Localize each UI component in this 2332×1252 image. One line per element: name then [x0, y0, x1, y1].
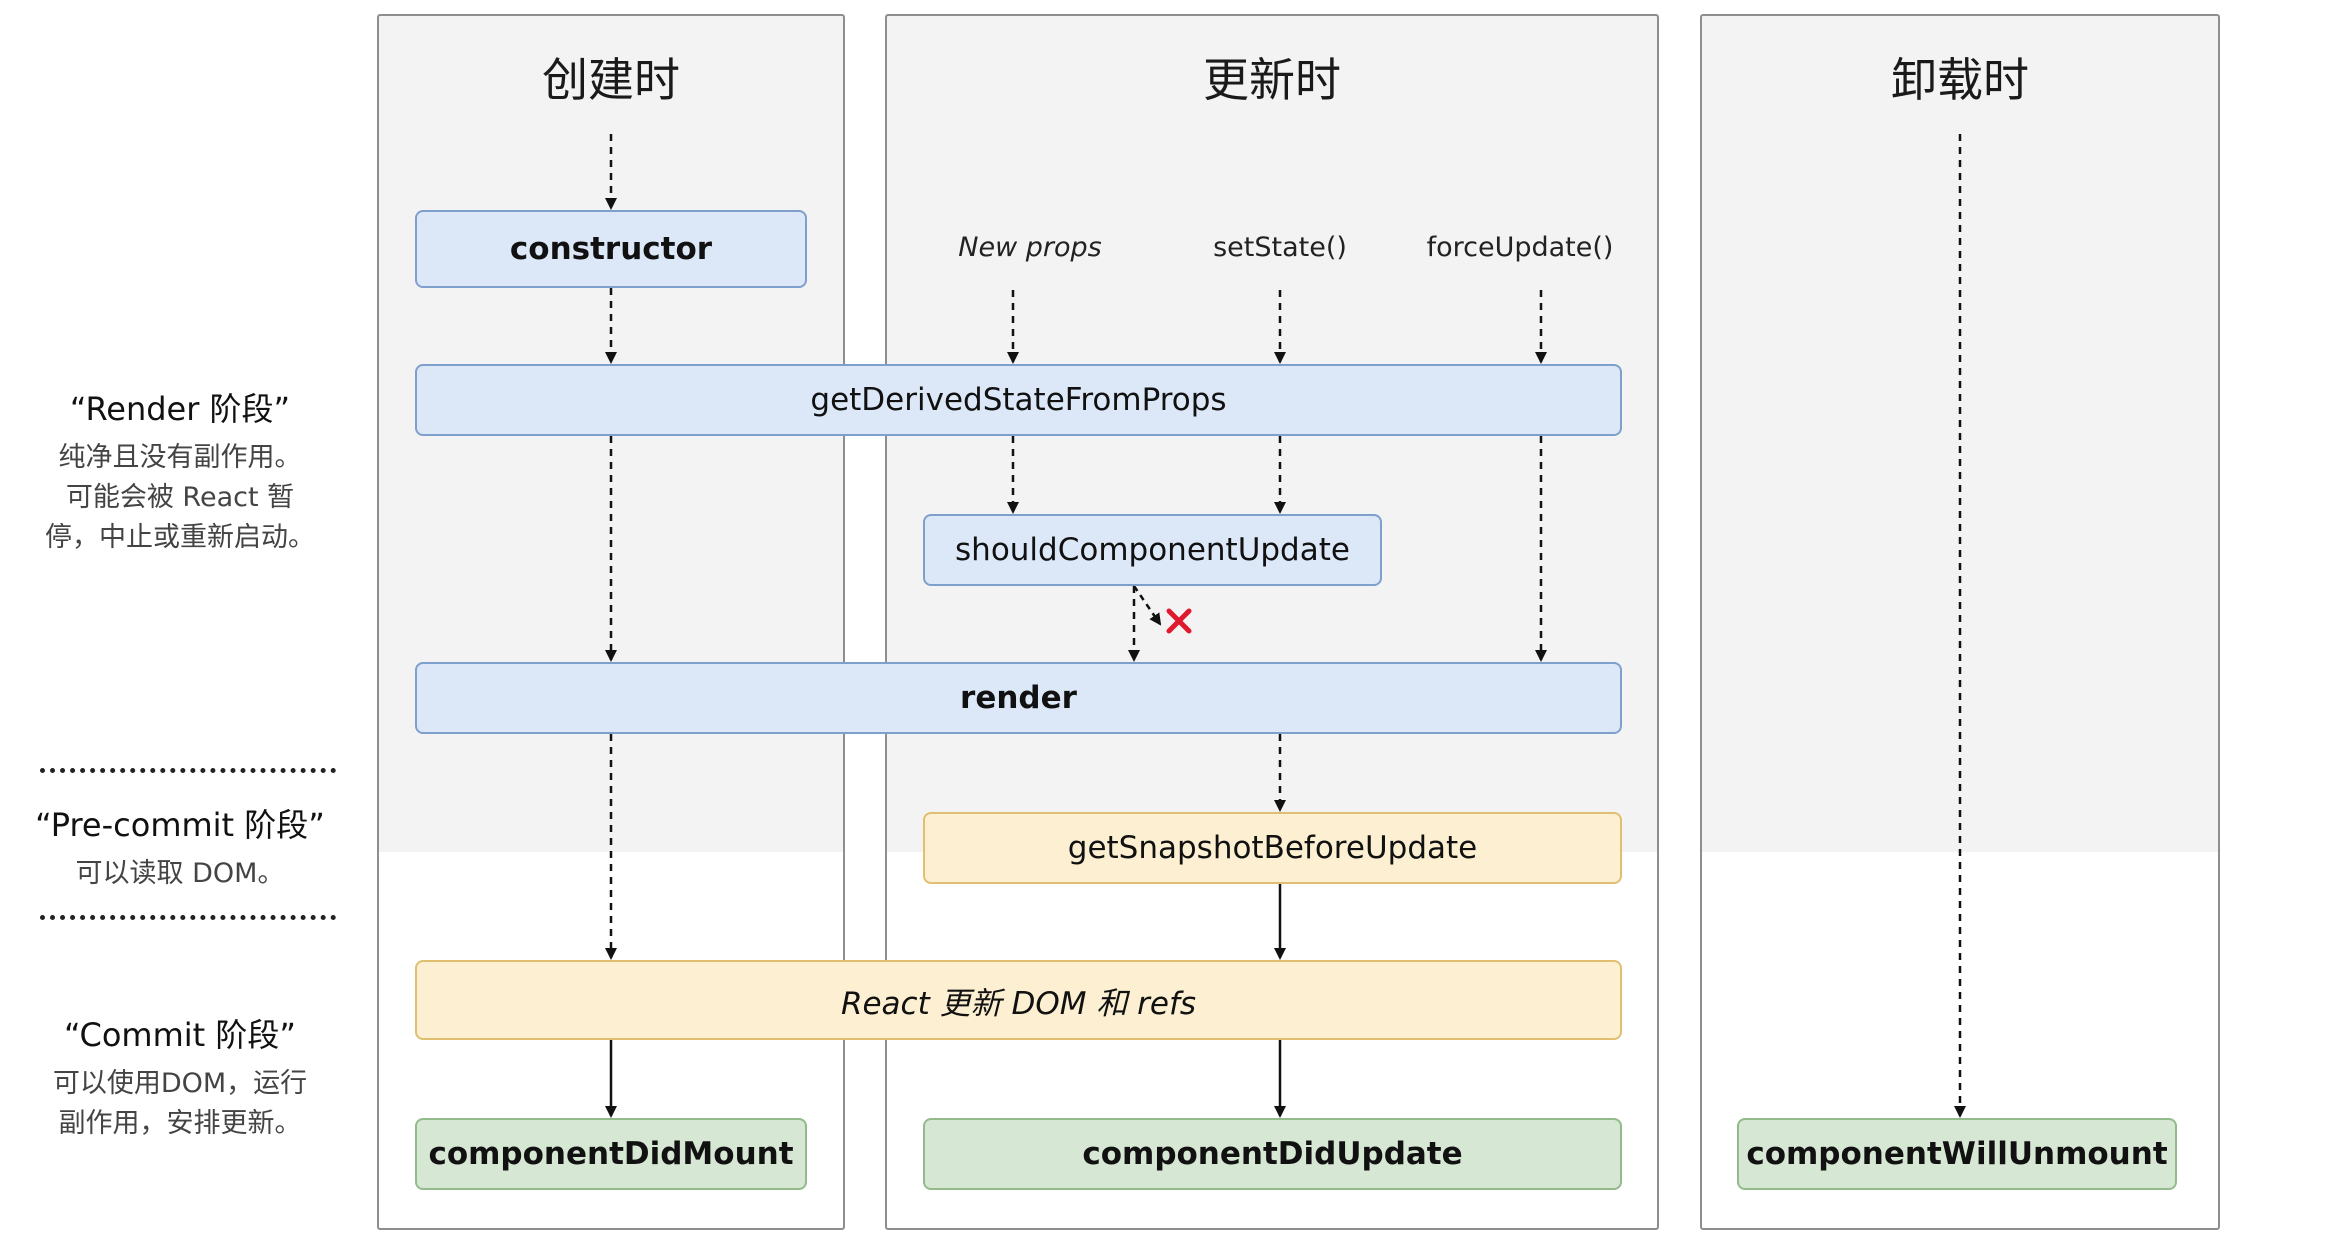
- phase-separator: [40, 768, 336, 773]
- render-node: render: [415, 662, 1622, 734]
- commit-phase-desc-line: 可以使用DOM，运行: [52, 1068, 308, 1099]
- mount-column-title: 创建时: [542, 53, 680, 107]
- trigger-new-props: New props: [958, 232, 1102, 263]
- render-phase-desc-line: 停，中止或重新启动。: [45, 522, 315, 553]
- trigger-force-update: forceUpdate(): [1426, 232, 1614, 263]
- cross-icon: [1166, 608, 1192, 634]
- phase-separator: [40, 915, 336, 920]
- component-will-unmount-node: componentWillUnmount: [1737, 1118, 2177, 1190]
- constructor-node: constructor: [415, 210, 807, 288]
- react-update-dom-node: React 更新 DOM 和 refs: [415, 960, 1622, 1040]
- render-phase-description: 纯净且没有副作用。 可能会被 React 暂 停，中止或重新启动。: [30, 438, 330, 558]
- component-did-update-node: componentDidUpdate: [923, 1118, 1622, 1190]
- render-phase-desc-line: 可能会被 React 暂: [65, 482, 295, 513]
- get-derived-state-from-props-node: getDerivedStateFromProps: [415, 364, 1622, 436]
- commit-phase-description: 可以使用DOM，运行 副作用，安排更新。: [30, 1064, 330, 1144]
- should-component-update-node: shouldComponentUpdate: [923, 514, 1382, 586]
- commit-phase-desc-line: 副作用，安排更新。: [58, 1108, 302, 1139]
- commit-phase-title: “Commit 阶段”: [64, 1016, 296, 1054]
- update-column-title: 更新时: [1203, 53, 1341, 107]
- component-did-mount-node: componentDidMount: [415, 1118, 807, 1190]
- render-phase-title: “Render 阶段”: [69, 390, 291, 428]
- get-snapshot-before-update-node: getSnapshotBeforeUpdate: [923, 812, 1622, 884]
- precommit-phase-title: “Pre-commit 阶段”: [35, 806, 325, 844]
- precommit-phase-description: 可以读取 DOM。: [30, 854, 330, 894]
- unmount-column-title: 卸载时: [1891, 53, 2029, 107]
- precommit-phase-desc-line: 可以读取 DOM。: [75, 858, 285, 889]
- arrow-dashed: [1132, 585, 1162, 626]
- trigger-set-state: setState(): [1213, 232, 1347, 263]
- render-phase-desc-line: 纯净且没有副作用。: [58, 442, 302, 473]
